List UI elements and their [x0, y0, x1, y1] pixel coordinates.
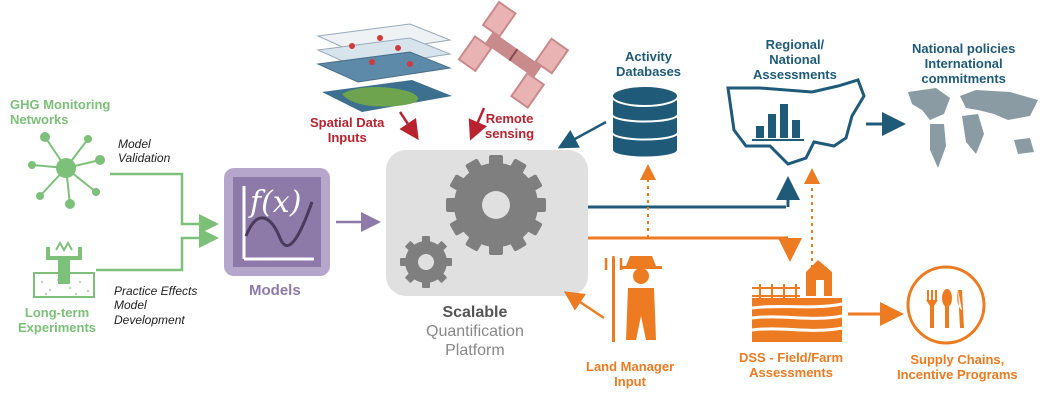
dss-label: DSS - Field/Farm Assessments	[739, 350, 844, 380]
supply-chains-label: Supply Chains, Incentive Programs	[897, 352, 1018, 382]
regional-assessments-label: Regional/ National Assessments	[753, 37, 837, 82]
remote-arrow	[468, 107, 488, 141]
farmer-icon	[604, 256, 662, 342]
database-icon	[611, 85, 679, 159]
experiment-icon	[33, 240, 95, 298]
land-manager-arrow	[563, 291, 605, 320]
database-arrow	[557, 120, 607, 149]
model-validation-label: Model Validation	[118, 137, 171, 166]
map-layers-icon	[316, 23, 452, 112]
practice-effects-label: Practice Effects Model Development	[114, 284, 198, 327]
platform-title: Scalable	[442, 304, 508, 321]
cutlery-icon	[906, 265, 986, 345]
long-term-label: Long-term Experiments	[18, 305, 97, 335]
function-graph-icon: f(x)	[224, 168, 330, 276]
platform-subtitle: Quantification Platform	[426, 323, 524, 360]
remote-sensing-label: Remote sensing	[485, 111, 535, 141]
usa-map-icon	[726, 78, 866, 166]
activity-db-label: Activity Databases	[616, 49, 682, 79]
national-policies-label: National policies International commitme…	[912, 41, 1016, 86]
spatial-arrow	[398, 111, 419, 141]
farm-icon	[751, 260, 843, 342]
ghg-networks-label: GHG Monitoring Networks	[10, 97, 111, 127]
world-map-icon	[908, 88, 1038, 168]
validation-arrow	[96, 172, 219, 272]
models-label: Models	[249, 282, 301, 299]
spatial-inputs-label: Spatial Data Inputs	[310, 115, 385, 145]
land-manager-label: Land Manager Input	[586, 359, 675, 389]
satellite-icon	[457, 0, 570, 109]
gears-icon	[400, 155, 546, 288]
network-icon	[28, 132, 105, 209]
formula-text: f(x)	[248, 185, 301, 220]
platform-label: Scalable Quantification Platform	[426, 303, 524, 361]
